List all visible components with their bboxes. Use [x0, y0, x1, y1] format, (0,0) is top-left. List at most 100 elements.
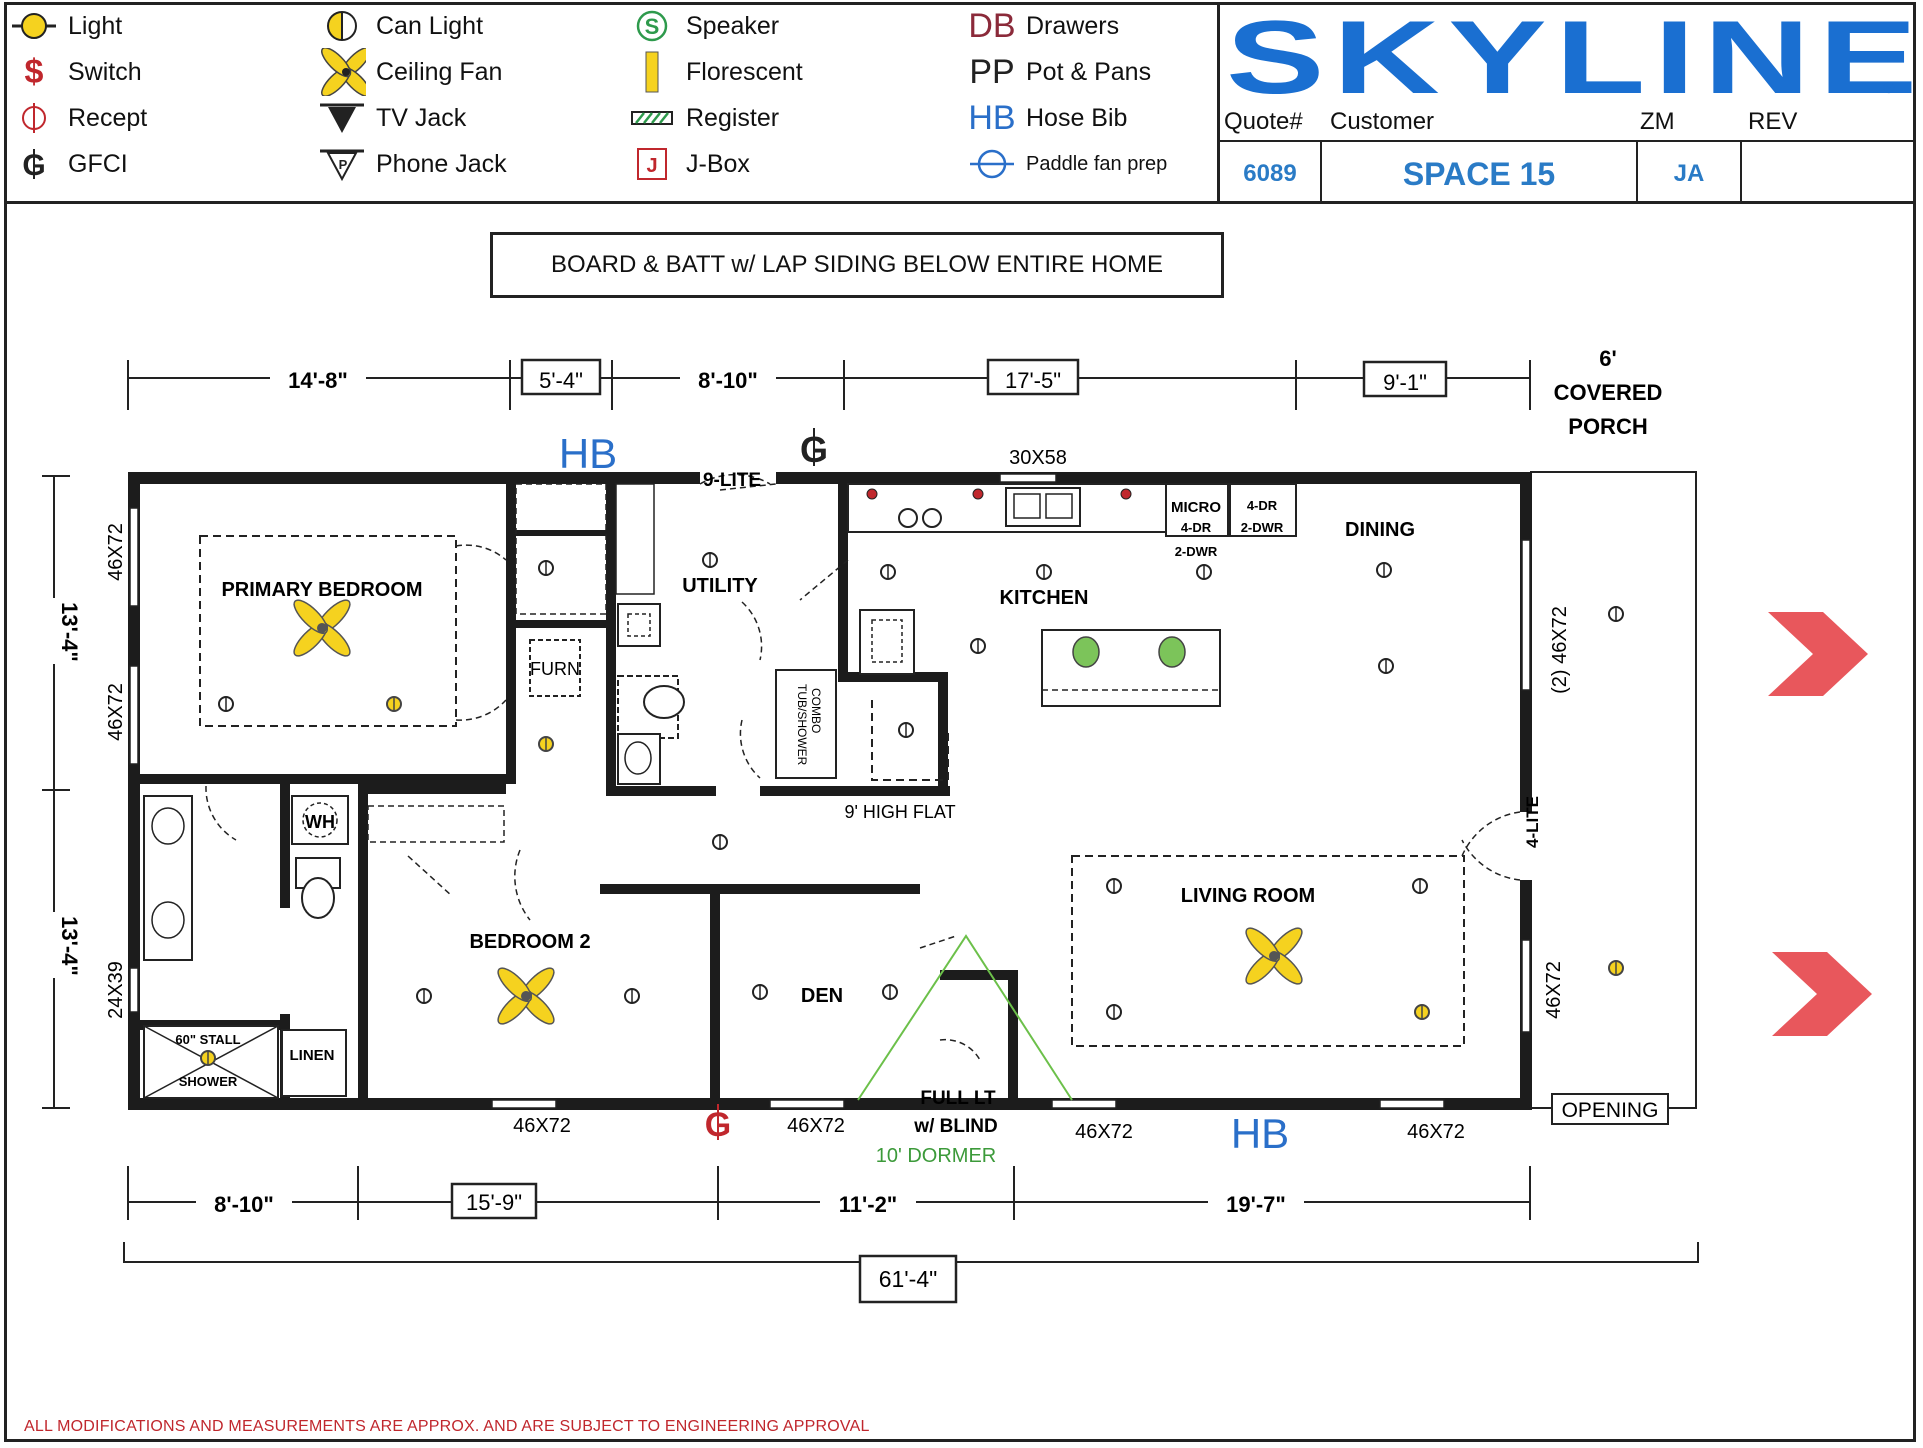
dim-left-2: 13'-4" [57, 916, 82, 976]
ceiling-fan-icon [318, 48, 366, 96]
drawers-icon: DB [968, 6, 1016, 45]
dim-bottom-1: 8'-10" [214, 1192, 274, 1217]
dim-top-4: 17'-5" [1005, 368, 1061, 393]
phone-jack-icon: P [318, 147, 366, 181]
hose-bib-icon: HB [1231, 1110, 1289, 1157]
header-divider [4, 201, 1916, 204]
page-frame [4, 2, 1916, 1442]
two-dwr-b-label: 2-DWR [1241, 520, 1284, 535]
linen-label: LINEN [290, 1047, 335, 1064]
dim-top-5: 9'-1" [1383, 370, 1427, 395]
full-lt-label: FULL LT [920, 1088, 996, 1109]
legend-item-tv-jack: TV Jack [318, 98, 466, 138]
quote-number: 6089 [1243, 160, 1297, 187]
window-label: 24X39 [105, 961, 127, 1019]
paddle-fan-prep-icon [964, 147, 1020, 181]
legend-item-pots-pans: PP Pot & Pans [964, 52, 1151, 92]
overall-dimension: 61'-4" [879, 1266, 938, 1292]
legend-item-hose-bib: HB Hose Bib [964, 98, 1127, 138]
shower-label: SHOWER [179, 1074, 238, 1089]
legend-item-drawers: DB Drawers [964, 6, 1119, 46]
rev-header: REV [1748, 108, 1798, 135]
legend-label: Paddle fan prep [1026, 152, 1168, 175]
room-den: DEN [801, 985, 843, 1007]
customer-name: SPACE 15 [1402, 155, 1556, 192]
window-label: 46X72 [105, 523, 127, 581]
zm-header: ZM [1640, 108, 1675, 135]
opening-label: OPENING [1562, 1099, 1659, 1122]
window-30x58-label: 30X58 [1009, 447, 1067, 469]
dim-bottom-3: 11'-2" [839, 1192, 897, 1217]
legend-label: Speaker [686, 11, 780, 40]
switch-icon: $ [24, 52, 44, 91]
legend-item-light: Light [10, 6, 122, 46]
window-label: 46X72 [513, 1115, 571, 1137]
window-label: 46X72 [1543, 961, 1565, 1019]
furnace-label: FURN [530, 659, 580, 679]
light-icon [10, 9, 58, 43]
dim-bottom-2: 15'-9" [466, 1190, 522, 1215]
hose-bib-icon: HB [968, 98, 1016, 137]
can-light-icon [318, 9, 366, 43]
pots-pans-icon: PP [969, 52, 1015, 91]
gfci-icon: G [10, 147, 58, 181]
window-label: 46X72 [105, 683, 127, 741]
j-box-icon: J [628, 147, 676, 181]
legend-label: Florescent [686, 57, 803, 86]
legend-label: Register [686, 103, 780, 132]
dim-bottom-4: 19'-7" [1226, 1192, 1286, 1217]
window-label: 46X72 [1407, 1121, 1465, 1143]
legend-item-paddle-fan-prep: Paddle fan prep [964, 144, 1167, 184]
receptacle-icon [10, 101, 58, 135]
legend-item-register: Register [628, 98, 779, 138]
title-block-rule [1218, 140, 1916, 142]
tv-jack-icon [318, 101, 366, 135]
fluorescent-icon [628, 50, 676, 94]
micro-label: MICRO [1171, 499, 1221, 516]
water-heater-label: WH [305, 812, 335, 832]
legend-label: Drawers [1026, 11, 1120, 40]
four-lite-label: 4-LITE [1523, 796, 1542, 848]
legend-label: Switch [68, 57, 142, 86]
legend-label: Can Light [376, 11, 484, 40]
legend-item-ceiling-fan: Ceiling Fan [318, 48, 502, 96]
ceiling-fan-icon [1240, 922, 1308, 990]
stall-label: 60" STALL [175, 1032, 240, 1047]
legend-item-florescent: Florescent [628, 50, 803, 94]
legend-label: Hose Bib [1026, 103, 1128, 132]
four-dr-b-label: 4-DR [1247, 498, 1278, 513]
hose-bib-icon: HB [559, 430, 617, 477]
zm-value: JA [1673, 160, 1705, 187]
skyline-logo: SKYLINE [1226, 0, 1923, 116]
window-label: 46X72 [1075, 1121, 1133, 1143]
tub-label-2: COMBO [809, 688, 823, 733]
legend-label: Pot & Pans [1026, 57, 1152, 86]
quote-header: Quote# [1224, 108, 1303, 135]
registered-mark: ® [1883, 80, 1895, 97]
porch-arrow-icon [1768, 612, 1868, 696]
room-utility: UTILITY [682, 575, 758, 597]
blind-label: w/ BLIND [913, 1116, 997, 1137]
dim-left-1: 13'-4" [57, 602, 82, 662]
ceiling-fan-icon [492, 962, 560, 1030]
dim-top-1: 14'-8" [288, 368, 348, 393]
two-dwr-a-label: 2-DWR [1175, 544, 1218, 559]
legend-item-recept: Recept [10, 98, 147, 138]
speaker-letter: S [645, 14, 660, 39]
legend-label: TV Jack [376, 103, 467, 132]
gfci-icon: G [705, 1104, 731, 1144]
nine-flat-label: 9' HIGH FLAT [844, 802, 955, 822]
porch-line-3: PORCH [1568, 414, 1647, 439]
porch-line-2: COVERED [1554, 380, 1663, 405]
room-kitchen: KITCHEN [1000, 587, 1089, 609]
four-dr-a-label: 4-DR [1181, 520, 1212, 535]
legend-item-speaker: S Speaker [628, 6, 779, 46]
legend-label: Recept [68, 103, 148, 132]
porch-arrow-icon [1772, 952, 1872, 1036]
disclaimer-note: ALL MODIFICATIONS AND MEASUREMENTS ARE A… [24, 1418, 870, 1435]
speaker-icon: S [628, 9, 676, 43]
window-label: 46X72 [787, 1115, 845, 1137]
title-block-divider [1217, 2, 1220, 202]
